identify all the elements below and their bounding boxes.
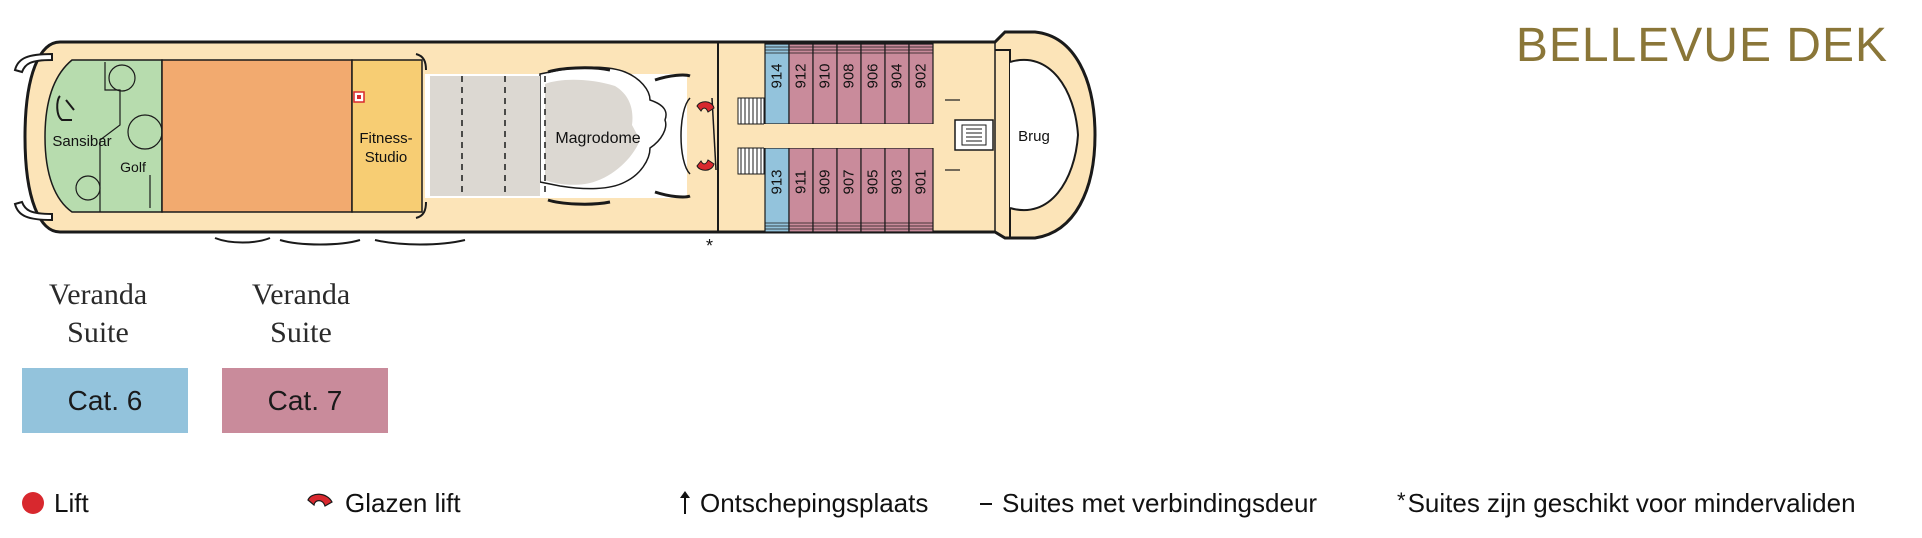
label-fitness-1: Fitness-: [359, 130, 412, 147]
label-fitness-2: Studio: [365, 149, 408, 166]
cabin-row-top: 914 912 910 908 906 904 902: [764, 43, 934, 125]
top-cabin-number-914: 914: [769, 63, 786, 88]
top-cabin-number-904: 904: [889, 63, 906, 88]
legend-connecting-text: Suites met verbindingsdeur: [1002, 487, 1318, 518]
legend-accessible-text: Suites zijn geschikt voor mindervaliden: [1407, 487, 1856, 518]
up-arrow-icon: [680, 491, 690, 514]
bridge: [1009, 59, 1080, 211]
label-golf: Golf: [120, 159, 146, 175]
label-brug: Brug: [1018, 128, 1050, 145]
category-7-line1: Veranda: [251, 278, 351, 311]
orange-deck-area: [161, 59, 353, 213]
label-sansibar: Sansibar: [52, 133, 111, 150]
bottom-cabin-number-903: 903: [889, 169, 906, 194]
sansibar-golf-area: [44, 59, 163, 213]
category-6-line2: Suite: [67, 316, 129, 349]
staircase-bottom: [737, 147, 765, 175]
legend-glass-lift: Glazen lift: [305, 488, 461, 518]
top-cabin-908: [836, 43, 862, 125]
legend-glass-lift-text: Glazen lift: [345, 487, 461, 518]
top-cabin-number-910: 910: [817, 63, 834, 88]
category-6-label: Veranda Suite: [13, 276, 183, 352]
dash-icon: [980, 503, 992, 505]
bottom-cabin-number-907: 907: [841, 169, 858, 194]
category-7-line2: Suite: [270, 316, 332, 349]
cabin-row-bottom: 913 911 909 907 905 903 901: [764, 147, 934, 233]
glass-lift-bottom: [696, 159, 715, 171]
lift-dot-icon: [22, 492, 44, 514]
top-cabin-906: [860, 43, 886, 125]
deck-title: BELLEVUE DEK: [1515, 19, 1888, 72]
staircase-top: [737, 97, 765, 125]
legend-lift-text: Lift: [54, 487, 89, 518]
legend-connecting: Suites met verbindingsdeur: [978, 488, 1317, 518]
bottom-cabin-number-909: 909: [817, 169, 834, 194]
bottom-cabin-number-911: 911: [793, 170, 810, 194]
top-cabin-number-908: 908: [841, 63, 858, 88]
bottom-cabin-911: [788, 147, 814, 233]
fitness-studio: [351, 59, 423, 213]
category-7-swatch: Cat. 7: [222, 368, 388, 433]
category-7-label: Veranda Suite: [216, 276, 386, 352]
top-cabin-number-902: 902: [913, 63, 930, 88]
bottom-cabin-number-901: 901: [913, 169, 930, 194]
top-cabin-number-912: 912: [793, 63, 810, 88]
label-magrodome: Magrodome: [555, 130, 640, 147]
bottom-cabin-number-913: 913: [769, 169, 786, 194]
top-cabin-904: [884, 43, 910, 125]
legend-accessible: * Suites zijn geschikt voor mindervalide…: [1397, 488, 1856, 518]
category-6-swatch: Cat. 6: [22, 368, 188, 433]
category-6-line1: Veranda: [48, 278, 148, 311]
bottom-cabin-number-905: 905: [865, 169, 882, 194]
asterisk-icon: *: [1397, 488, 1406, 513]
top-cabin-number-906: 906: [865, 63, 882, 88]
top-cabin-902: [908, 43, 934, 125]
accessible-marker: *: [706, 236, 713, 256]
legend-disembark: Ontschepingsplaats: [678, 488, 928, 518]
bottom-cabin-903: [884, 147, 910, 233]
legend-lift: Lift: [20, 488, 89, 518]
legend-disembark-text: Ontschepingsplaats: [700, 487, 929, 518]
glass-lift-top: [696, 101, 715, 113]
glass-lift-icon: [307, 493, 333, 507]
